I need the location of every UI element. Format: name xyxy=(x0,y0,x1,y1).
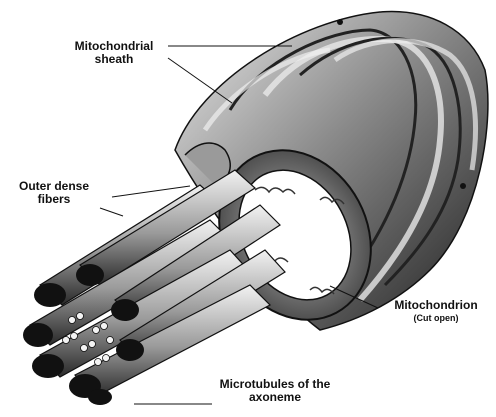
label-note: (Cut open) xyxy=(380,312,492,325)
label-microtubules: Microtubules of the axoneme xyxy=(200,378,350,404)
label-line: fibers xyxy=(4,193,104,206)
label-outer-dense-fibers: Outer dense fibers xyxy=(4,180,104,206)
label-mitochondrial-sheath: Mitochondrial sheath xyxy=(58,40,170,66)
label-line: sheath xyxy=(58,53,170,66)
label-line: axoneme xyxy=(200,391,350,404)
label-mitochondrion: Mitochondrion (Cut open) xyxy=(380,299,492,325)
label-line: Mitochondrion xyxy=(380,299,492,312)
